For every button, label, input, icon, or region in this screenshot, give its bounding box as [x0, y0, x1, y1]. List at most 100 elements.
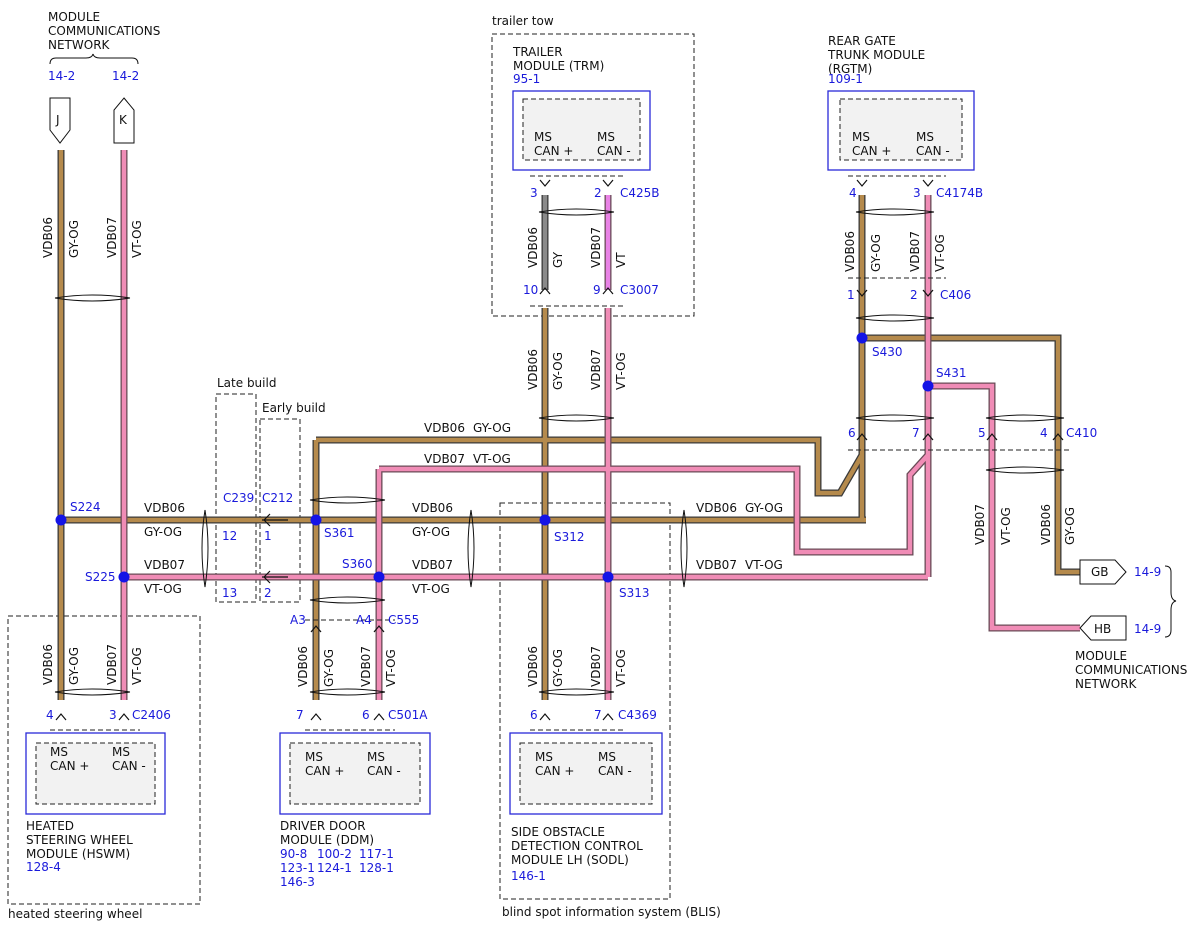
- label-vdb06-h2: VDB06: [412, 501, 453, 515]
- pin-arrows: [55, 179, 1064, 721]
- ddm-conn[interactable]: C501A: [388, 708, 428, 722]
- ddm-ref-4[interactable]: 124-1: [317, 861, 352, 875]
- label-vdb06-ddm: VDB06: [296, 646, 310, 687]
- label-gyog-j: GY-OG: [67, 220, 81, 258]
- ddm-ref-0[interactable]: 90-8: [280, 847, 307, 861]
- c212-label[interactable]: C212: [262, 491, 293, 505]
- label-gyog-hswm: GY-OG: [67, 647, 81, 685]
- early-build-label: Early build: [262, 401, 326, 415]
- blis-group: [499, 502, 671, 900]
- label-vdb06-top: VDB06: [424, 421, 465, 435]
- splice-s360[interactable]: [373, 571, 385, 583]
- label-vdb06-rgtm: VDB06: [843, 231, 857, 272]
- label-vtog-right: VT-OG: [745, 558, 783, 572]
- connector-bands: [50, 175, 1070, 731]
- ddm-ref-3[interactable]: 123-1: [280, 861, 315, 875]
- horizontal-wire-labels: VDB06 GY-OG VDB07 VT-OG VDB06 GY-OG VDB0…: [144, 421, 783, 596]
- c410-label[interactable]: C410: [1066, 426, 1097, 440]
- label-vdb06-gb: VDB06: [1039, 504, 1053, 545]
- label-gyog-top: GY-OG: [473, 421, 511, 435]
- connector-j-label: J: [55, 113, 60, 127]
- ddm-conn2[interactable]: C555: [388, 613, 419, 627]
- ddm-p2: 6: [362, 708, 370, 722]
- label-vdb06-mid: VDB06: [526, 349, 540, 390]
- rgtm-p2: 3: [913, 186, 921, 200]
- c239-pin-a: 12: [222, 529, 237, 543]
- connector-arrows: [262, 513, 288, 584]
- label-vdb07-right: VDB07: [696, 558, 737, 572]
- c212-pin-b: 2: [264, 586, 272, 600]
- connector-gb-label: GB: [1091, 565, 1109, 579]
- trm-conn[interactable]: C425B: [620, 186, 660, 200]
- hswm-p2: 3: [109, 708, 117, 722]
- label-gyog-h1: GY-OG: [144, 525, 182, 539]
- network-ref-hb[interactable]: 14-9: [1134, 622, 1161, 636]
- label-vdb07-hswm: VDB07: [105, 644, 119, 685]
- network-brace: [49, 53, 139, 65]
- ddm-ref-2[interactable]: 117-1: [359, 847, 394, 861]
- splice-s224[interactable]: [55, 514, 67, 526]
- trailer-tow-label: trailer tow: [492, 14, 554, 28]
- label-vdb06-hswm: VDB06: [41, 644, 55, 685]
- label-vdb07-trm: VDB07: [589, 227, 603, 268]
- splice-s313[interactable]: [602, 571, 614, 583]
- network-ref-j[interactable]: 14-2: [48, 69, 75, 83]
- c410-pin-c: 5: [978, 426, 986, 440]
- splice-s431[interactable]: [922, 380, 934, 392]
- splice-s312[interactable]: [539, 514, 551, 526]
- ddm-ref-6[interactable]: 146-3: [280, 875, 315, 889]
- network-ref-k[interactable]: 14-2: [112, 69, 139, 83]
- label-vdb06-right: VDB06: [696, 501, 737, 515]
- trm-q1: 10: [523, 283, 538, 297]
- c410-pin-a: 6: [848, 426, 856, 440]
- ddm-ref-5[interactable]: 128-1: [359, 861, 394, 875]
- rgtm-inner: [839, 98, 963, 161]
- c410-pin-b: 7: [912, 426, 920, 440]
- rgtm-conn2[interactable]: C406: [940, 288, 971, 302]
- label-gyog-mid: GY-OG: [551, 352, 565, 390]
- c239-pin-b: 13: [222, 586, 237, 600]
- rgtm-conn[interactable]: C4174B: [936, 186, 983, 200]
- label-vtog-ddm: VT-OG: [384, 649, 398, 687]
- ddm-ref-1[interactable]: 100-2: [317, 847, 352, 861]
- trm-conn2[interactable]: C3007: [620, 283, 659, 297]
- hswm-conn[interactable]: C2406: [132, 708, 171, 722]
- connector-j-icon: [49, 97, 71, 144]
- network-ref-gb[interactable]: 14-9: [1134, 565, 1161, 579]
- label-vtog-rgtm: VT-OG: [933, 234, 947, 272]
- splice-s225[interactable]: [118, 571, 130, 583]
- splice-s430[interactable]: [856, 332, 868, 344]
- label-vtog-hb: VT-OG: [999, 507, 1013, 545]
- sodl-conn[interactable]: C4369: [618, 708, 657, 722]
- rgtm-ref[interactable]: 109-1: [828, 72, 863, 86]
- twist-markers: [54, 208, 1065, 696]
- splice-s361[interactable]: [310, 514, 322, 526]
- hswm-inner: [35, 742, 156, 805]
- c410-pin-d: 4: [1040, 426, 1048, 440]
- label-vdb07-sodl: VDB07: [589, 646, 603, 687]
- sodl-ref[interactable]: 146-1: [511, 869, 546, 883]
- hswm-ref[interactable]: 128-4: [26, 860, 61, 874]
- c212-pin-a: 1: [264, 529, 272, 543]
- connector-hb-icon: [1079, 615, 1127, 641]
- trm-ref[interactable]: 95-1: [513, 72, 540, 86]
- label-vdb06-sodl: VDB06: [526, 646, 540, 687]
- connector-k-label: K: [119, 113, 128, 127]
- label-gyog-right: GY-OG: [745, 501, 783, 515]
- wire-labels: VDB06 GY-OG VDB07 VT-OG VDB06 GY-OG VDB0…: [41, 217, 1077, 687]
- c239-label[interactable]: C239: [223, 491, 254, 505]
- ddm-inner: [289, 742, 421, 805]
- wire-gy-og: [57, 150, 1082, 700]
